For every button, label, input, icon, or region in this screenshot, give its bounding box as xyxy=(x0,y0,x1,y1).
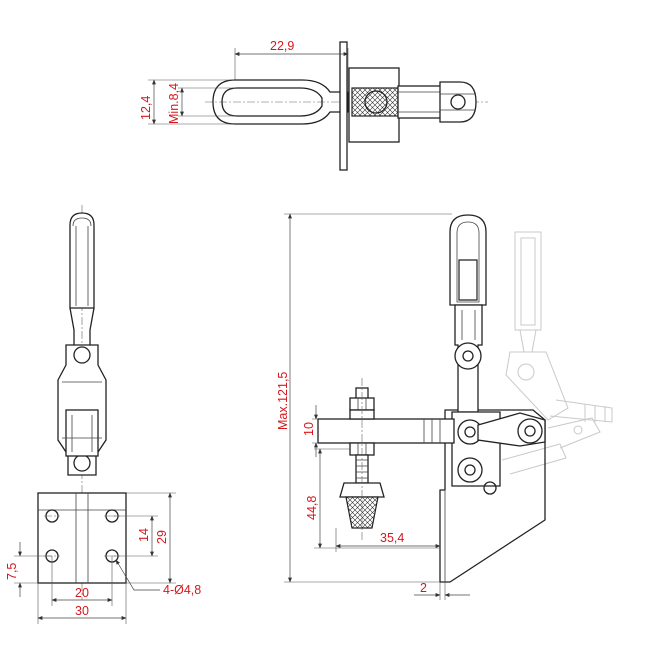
dim-handle-slot-min: Min.8,4 xyxy=(167,83,181,124)
dim-base-width: 30 xyxy=(75,604,89,618)
ghost-open-position xyxy=(501,231,613,475)
dim-handle-width: 12,4 xyxy=(139,96,153,120)
top-view xyxy=(148,41,488,171)
dim-bar-thickness: 10 xyxy=(302,422,316,436)
front-view xyxy=(14,205,176,624)
dim-mounting-holes: 4-Ø4,8 xyxy=(163,583,201,597)
dim-hole-edge-distance: 7,5 xyxy=(5,563,19,580)
dim-hole-spacing-horizontal: 20 xyxy=(75,586,89,600)
dim-spindle-reach: 35,4 xyxy=(380,531,404,545)
dim-handle-length: 22,9 xyxy=(270,39,294,53)
side-view xyxy=(284,213,613,600)
dim-spindle-height: 44,8 xyxy=(305,496,319,520)
dim-hole-spacing-vertical: 14 xyxy=(137,528,151,542)
dim-max-height: Max.121,5 xyxy=(276,372,290,430)
dim-base-height: 29 xyxy=(155,530,169,544)
dim-base-offset: 2 xyxy=(420,581,427,595)
